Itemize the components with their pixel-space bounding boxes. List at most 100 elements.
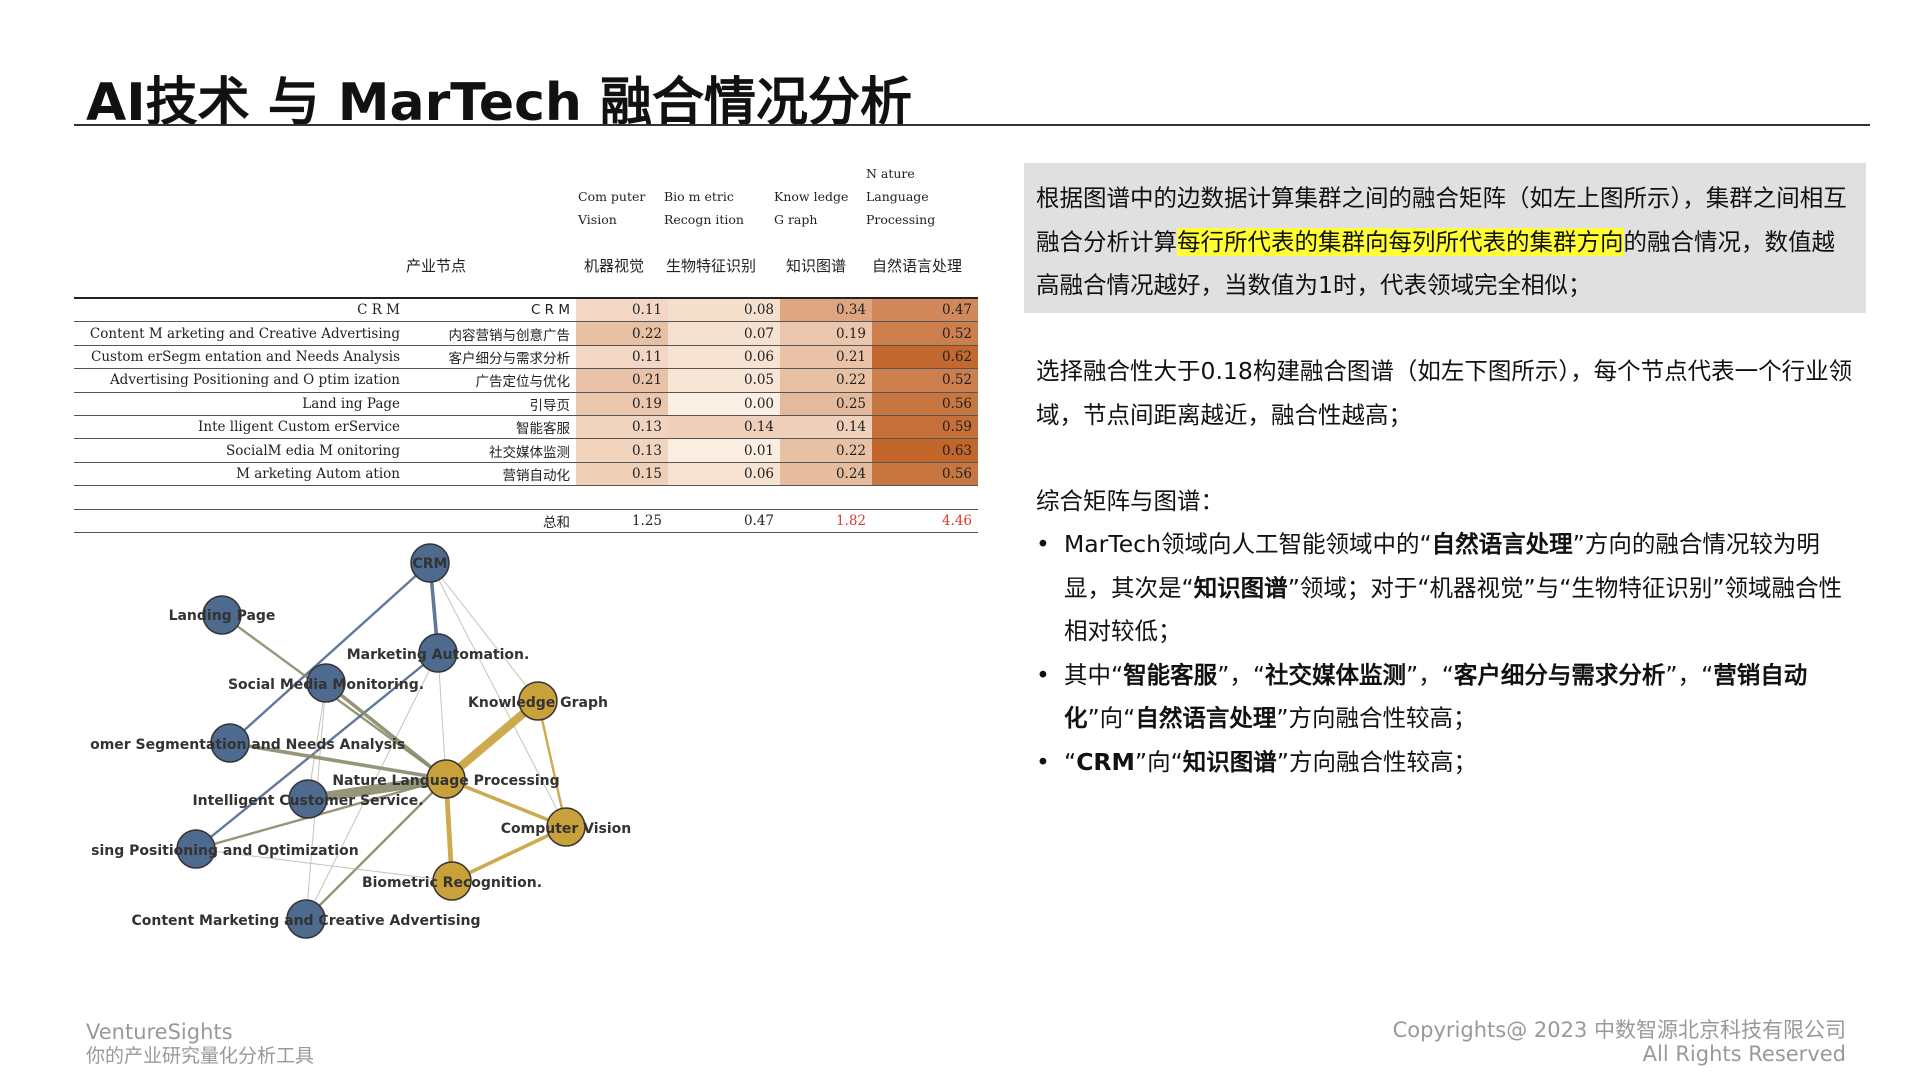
table-spacer-row (74, 485, 978, 510)
graph-edge (195, 848, 453, 882)
page-title: AI技术 与 MarTech 融合情况分析 (86, 73, 913, 133)
row-label-cn: 广告定位与优化 (406, 368, 576, 393)
note-post: 的融合情况，数值越高融合情况越好，当数值为1时，代表领域完全相似； (1036, 227, 1835, 300)
title-divider (74, 124, 1870, 126)
graph-edge (536, 700, 568, 828)
graph-node-ics (288, 779, 328, 819)
matrix-cell: 0.01 (668, 438, 780, 463)
row-label-cn: C R M (406, 299, 576, 323)
matrix-cell: 0.06 (668, 345, 780, 370)
matrix-cell: 0.52 (872, 321, 978, 346)
brand-name: VentureSights (86, 1020, 233, 1044)
matrix-cell: 0.11 (576, 299, 668, 323)
graph-node-ma (418, 633, 458, 673)
graph-node-csna (210, 723, 250, 763)
graph-node-br (432, 861, 472, 901)
matrix-cell: 0.19 (780, 321, 872, 346)
col-header-en-0: Com puter Vision (578, 189, 646, 227)
graph-edge (229, 562, 431, 744)
matrix-cell: 0.08 (668, 299, 780, 323)
matrix-cell: 0.19 (576, 392, 668, 416)
table-row: Advertising Positioning and O ptim izati… (74, 368, 978, 393)
row-label-en: Advertising Positioning and O ptim izati… (74, 368, 406, 393)
graph-edge (429, 562, 567, 828)
list-item: •MarTech领域向人工智能领域中的“自然语言处理”方向的融合情况较为明显，其… (1036, 523, 1856, 654)
total-cell: 1.82 (780, 509, 872, 533)
graph-node-label: Landing Page (169, 608, 276, 624)
graph-node-label: Content Marketing and Creative Advertisi… (131, 913, 480, 929)
matrix-cell: 0.22 (576, 321, 668, 346)
matrix-cell: 0.21 (780, 345, 872, 370)
list-item: •“CRM”向“知识图谱”方向融合性较高； (1036, 741, 1856, 785)
graph-node-crm (410, 543, 450, 583)
graph-node-label: Computer Vision (501, 821, 632, 837)
col-header-en-1: Bio m etric Recogn ition (664, 189, 744, 227)
graph-node-label: Biometric Recognition. (362, 875, 542, 891)
row-label-cn: 内容营销与创意广告 (406, 321, 576, 346)
graph-node-apo (176, 829, 216, 869)
matrix-cell: 0.13 (576, 415, 668, 440)
row-label-cn: 社交媒体监测 (406, 438, 576, 463)
matrix-cell: 0.56 (872, 462, 978, 487)
matrix-cell: 0.06 (668, 462, 780, 487)
matrix-cell: 0.00 (668, 392, 780, 416)
rights-line: All Rights Reserved (1642, 1042, 1846, 1066)
graph-node-label: CRM (413, 556, 448, 572)
copyright-line: Copyrights@ 2023 中数智源北京科技有限公司 (1392, 1018, 1846, 1042)
row-label-en: M arketing Autom ation (74, 462, 406, 487)
col-header-cn-3: 自然语言处理 (872, 257, 963, 275)
graph-node-label: Knowledge Graph (468, 695, 608, 711)
note-highlight: 每行所代表的集群向每列所代表的集群方向 (1177, 227, 1624, 256)
list-item: •其中“智能客服”，“社交媒体监测”，“客户细分与需求分析”，“营销自动化”向“… (1036, 654, 1856, 741)
graph-node-cv (546, 807, 586, 847)
graph-node-smm (306, 663, 346, 703)
graph-description: 选择融合性大于0.18构建融合图谱（如左下图所示），每个节点代表一个行业领域，节… (1036, 357, 1853, 429)
row-label-en: Land ing Page (74, 392, 406, 416)
graph-node-label: Social Media Monitoring. (228, 677, 424, 693)
graph-edge (437, 652, 447, 780)
row-header: 产业节点 (406, 257, 467, 275)
bullet-icon: • (1036, 747, 1050, 776)
col-header-en-2: Know ledge G raph (774, 189, 849, 227)
summary-list: •MarTech领域向人工智能领域中的“自然语言处理”方向的融合情况较为明显，其… (1036, 523, 1856, 784)
col-header-cn-2: 知识图谱 (786, 257, 847, 275)
bullet-icon: • (1036, 530, 1050, 558)
matrix-cell: 0.05 (668, 368, 780, 393)
matrix-cell: 0.47 (872, 299, 978, 323)
matrix-cell: 0.34 (780, 299, 872, 323)
matrix-cell: 0.56 (872, 392, 978, 416)
matrix-cell: 0.14 (780, 415, 872, 440)
col-header-cn-1: 生物特征识别 (666, 257, 757, 275)
matrix-cell: 0.62 (872, 345, 978, 370)
col-header-en-3: N ature Language Processing (866, 166, 936, 227)
row-label-cn: 营销自动化 (406, 462, 576, 487)
total-cell: 0.47 (668, 509, 780, 533)
matrix-cell: 0.22 (780, 368, 872, 393)
graph-edge (324, 681, 448, 781)
graph-edge (443, 697, 541, 783)
graph-edge (451, 825, 567, 883)
graph-edge (195, 777, 447, 851)
graph-node-nlp (426, 759, 466, 799)
table-row: Custom erSegm entation and Needs Analysi… (74, 345, 978, 370)
graph-edge (229, 741, 447, 781)
matrix-cell: 0.22 (780, 438, 872, 463)
row-label-en: C R M (74, 299, 406, 323)
row-label-cn: 引导页 (406, 392, 576, 416)
row-label-en: Custom erSegm entation and Needs Analysi… (74, 345, 406, 370)
header-rule (74, 297, 978, 299)
graph-node-label: Intelligent Customer Service. (192, 793, 423, 809)
graph-node-label: Marketing Automation. (347, 647, 530, 663)
matrix-cell: 0.07 (668, 321, 780, 346)
graph-node-label: Nature Language Processing (332, 773, 559, 789)
matrix-cell: 0.14 (668, 415, 780, 440)
row-label-en: Inte lligent Custom erService (74, 415, 406, 440)
graph-edge (305, 778, 447, 920)
matrix-cell: 0.52 (872, 368, 978, 393)
